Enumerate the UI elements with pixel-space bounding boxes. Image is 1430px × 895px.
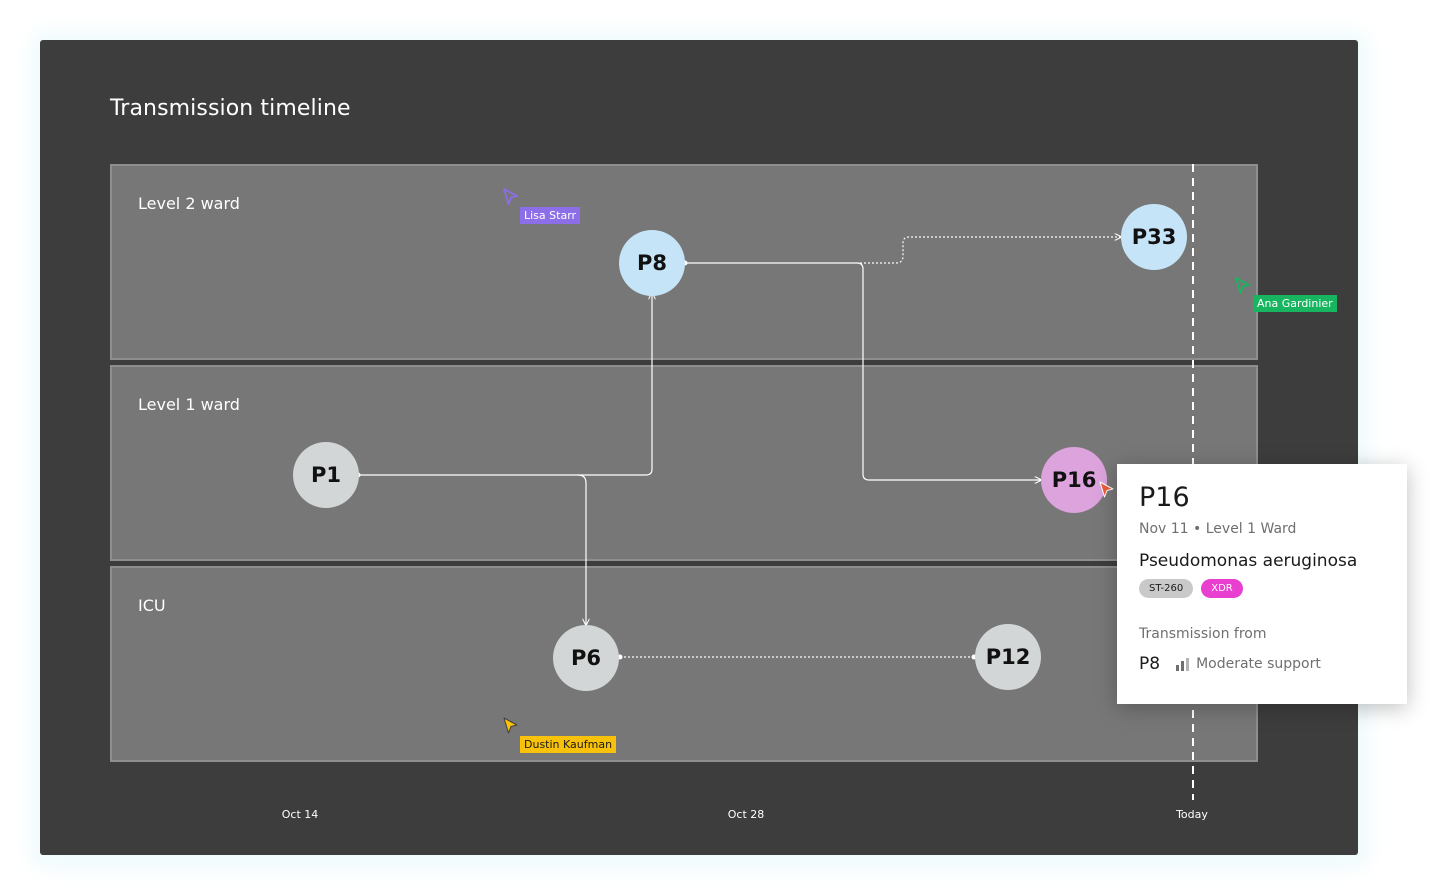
cursor-pointer-icon bbox=[1099, 481, 1114, 498]
lane-label: ICU bbox=[138, 596, 166, 615]
signal-strength-icon bbox=[1176, 657, 1190, 671]
transmission-source[interactable]: P8 bbox=[1139, 654, 1161, 674]
popup-meta: Nov 11 • Level 1 Ward bbox=[1139, 521, 1297, 537]
timeline-panel: Transmission timeline Level 2 ward Level… bbox=[40, 40, 1407, 855]
axis-label-today: Today bbox=[1176, 808, 1208, 821]
resistance-badge: XDR bbox=[1201, 579, 1243, 598]
popup-organism: Pseudomonas aeruginosa bbox=[1139, 551, 1358, 571]
node-label: P33 bbox=[1131, 225, 1177, 249]
sequence-type-badge: ST-260 bbox=[1139, 579, 1194, 598]
node-p1[interactable]: P1 bbox=[293, 442, 359, 508]
node-label: P8 bbox=[636, 251, 667, 275]
node-p16[interactable]: P16 bbox=[1041, 447, 1107, 513]
page-title: Transmission timeline bbox=[110, 96, 351, 121]
lane-icu: ICU bbox=[110, 566, 1258, 762]
transmission-connectors bbox=[355, 164, 1194, 800]
lane-label: Level 2 ward bbox=[138, 194, 240, 213]
cursor-pointer-icon bbox=[1235, 277, 1250, 294]
node-p8[interactable]: P8 bbox=[619, 230, 685, 296]
patient-detail-popup: P16 Nov 11 • Level 1 Ward Pseudomonas ae… bbox=[1117, 464, 1407, 704]
node-label: P1 bbox=[310, 463, 341, 487]
node-p33[interactable]: P33 bbox=[1121, 204, 1187, 270]
lane-label: Level 1 ward bbox=[138, 395, 240, 414]
node-label: P12 bbox=[985, 645, 1031, 669]
axis-label-oct-28: Oct 28 bbox=[727, 808, 765, 821]
lane-level-2-ward: Level 2 ward bbox=[110, 164, 1258, 360]
edge-p1-p8 bbox=[358, 293, 652, 476]
support-level: Moderate support bbox=[1196, 656, 1321, 672]
collaborator-tag: Ana Gardinier bbox=[1253, 295, 1337, 312]
edge-p8-p16 bbox=[685, 262, 1041, 480]
edge-p8-p33 bbox=[860, 237, 1121, 264]
badge-group: ST-260 XDR bbox=[1139, 579, 1385, 598]
collaborator-tag: Dustin Kaufman bbox=[520, 736, 617, 753]
transmission-row: P8 Moderate support bbox=[1139, 654, 1385, 674]
node-label: P6 bbox=[570, 646, 601, 670]
node-p6[interactable]: P6 bbox=[553, 625, 619, 691]
popup-title: P16 bbox=[1139, 482, 1190, 513]
cursor-pointer-icon bbox=[503, 717, 518, 734]
node-p12[interactable]: P12 bbox=[975, 624, 1041, 690]
transmission-label: Transmission from bbox=[1139, 626, 1267, 642]
cursor-pointer-icon bbox=[503, 188, 518, 205]
collaborator-tag: Lisa Starr bbox=[520, 207, 581, 224]
edge-p1-p6 bbox=[577, 474, 586, 625]
axis-label-oct-14: Oct 14 bbox=[281, 808, 319, 821]
node-label: P16 bbox=[1051, 468, 1097, 492]
